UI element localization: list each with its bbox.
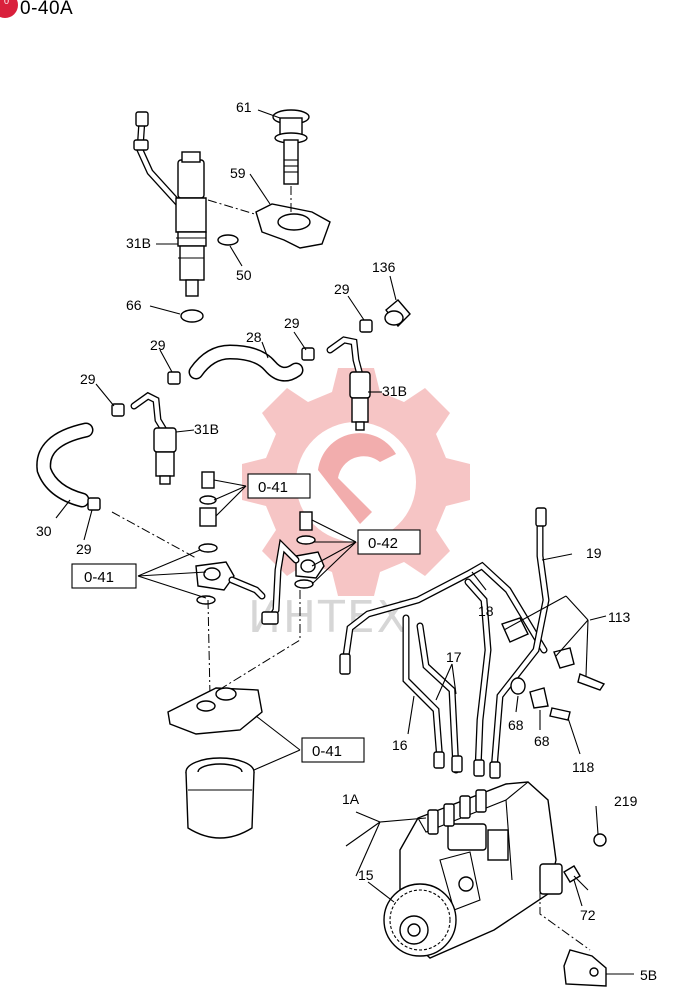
washer-66 xyxy=(180,309,204,323)
watermark-wrench xyxy=(318,433,396,524)
label-19: 19 xyxy=(586,545,602,561)
ref-0-41-a: 0-41 xyxy=(258,479,288,496)
label-66: 66 xyxy=(126,297,142,313)
ref-box-0-42[interactable]: 0-42 xyxy=(357,529,421,555)
label-113: 113 xyxy=(608,609,631,625)
eye-bolt-0-42 xyxy=(261,511,325,625)
label-31b-right: 31B xyxy=(382,383,407,399)
pipe-clamp-68 xyxy=(510,677,571,721)
label-15: 15 xyxy=(358,867,374,883)
label-219: 219 xyxy=(614,793,638,809)
label-118: 118 xyxy=(572,759,595,775)
ref-0-41-c: 0-41 xyxy=(312,743,342,760)
hose-clamp-29-e xyxy=(87,497,101,511)
part-labels: 61 59 31B 50 66 136 29 28 29 29 31B 29 3… xyxy=(36,99,657,983)
ref-box-0-41-a[interactable]: 0-41 xyxy=(247,473,311,499)
bracket-5B xyxy=(563,949,607,987)
label-29-right: 29 xyxy=(334,281,350,297)
label-50: 50 xyxy=(236,267,252,283)
injector-nozzle-top xyxy=(133,111,207,297)
label-68-a: 68 xyxy=(508,717,524,733)
hose-clamp-29-d xyxy=(111,403,125,417)
label-61: 61 xyxy=(236,99,252,115)
label-136: 136 xyxy=(372,259,396,275)
label-29-far-left: 29 xyxy=(80,371,96,387)
hose-clamp-29-a xyxy=(167,371,181,385)
ref-0-42: 0-42 xyxy=(368,535,398,552)
ref-0-41-b: 0-41 xyxy=(84,569,114,586)
label-28: 28 xyxy=(246,329,262,345)
injector-nozzle-right xyxy=(326,336,371,431)
label-72: 72 xyxy=(580,907,596,923)
washer-50 xyxy=(217,234,239,246)
bolt-72 xyxy=(563,865,589,891)
leader-lines xyxy=(55,109,634,975)
pipe-clamp-113 xyxy=(501,617,606,691)
hose-clamp-29-b xyxy=(301,347,315,361)
fuel-filter-head xyxy=(167,687,263,735)
label-29-mid: 29 xyxy=(284,315,300,331)
page-code: 0-40A xyxy=(20,0,74,19)
label-68-b: 68 xyxy=(534,733,550,749)
clamp-bolt-61 xyxy=(272,109,310,185)
label-29-left: 29 xyxy=(150,337,166,353)
page-badge-number: 0 xyxy=(4,0,10,6)
label-31b-top: 31B xyxy=(126,235,151,251)
nozzle-clamp-59 xyxy=(255,203,331,249)
label-59: 59 xyxy=(230,165,246,181)
label-16: 16 xyxy=(392,737,408,753)
label-31b-middle: 31B xyxy=(194,421,219,437)
cap-136 xyxy=(384,299,411,328)
label-17: 17 xyxy=(446,649,462,665)
ref-box-0-41-c[interactable]: 0-41 xyxy=(301,737,365,763)
label-29-bottom: 29 xyxy=(76,541,92,557)
label-30: 30 xyxy=(36,523,52,539)
o-ring-219 xyxy=(593,833,607,847)
fuel-filter-cartridge xyxy=(185,757,255,839)
label-1a: 1A xyxy=(342,791,360,807)
page-badge: 0 xyxy=(0,0,18,18)
eye-bolt-0-41 xyxy=(195,471,266,605)
hose-clamp-29-c xyxy=(359,319,373,333)
label-5b: 5B xyxy=(640,967,657,983)
drive-gear-15 xyxy=(383,883,457,957)
label-18: 18 xyxy=(478,603,494,619)
injection-pipes xyxy=(339,507,550,779)
injector-nozzle-middle xyxy=(130,391,177,485)
ref-box-0-41-b[interactable]: 0-41 xyxy=(71,563,137,589)
